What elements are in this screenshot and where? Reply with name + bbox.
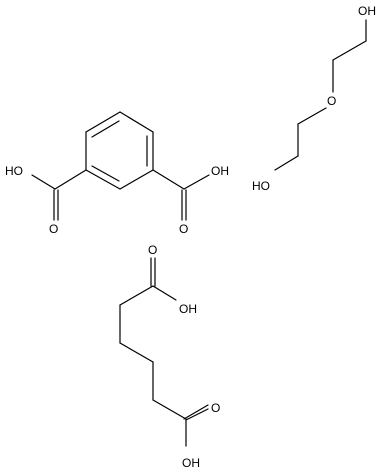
benzene-ring [85,111,154,190]
left-hydroxyl-label: HO [5,164,23,178]
adipic-top-hydroxyl-label: OH [179,302,197,316]
glycol-ether-oxygen-label: O [327,94,336,108]
adipic-bottom-hydroxyl-label: OH [182,456,200,470]
adipic-top-carbonyl-oxygen-label: O [148,243,157,257]
right-carboxyl-group: OH O [152,164,229,236]
diethylene-glycol-molecule: OH O HO [252,4,376,193]
left-carbonyl-oxygen-label: O [49,222,58,236]
isophthalic-acid-molecule: HO O OH O [5,111,229,236]
left-carboxyl-group: HO O [5,164,87,236]
adipic-acid-molecule: O OH O OH [119,243,220,470]
right-carbonyl-oxygen-label: O [179,222,188,236]
adipic-bottom-carbonyl-oxygen-label: O [211,401,220,415]
right-hydroxyl-label: OH [211,164,229,178]
glycol-bottom-hydroxyl-label: HO [252,179,270,193]
glycol-top-hydroxyl-label: OH [358,4,376,18]
